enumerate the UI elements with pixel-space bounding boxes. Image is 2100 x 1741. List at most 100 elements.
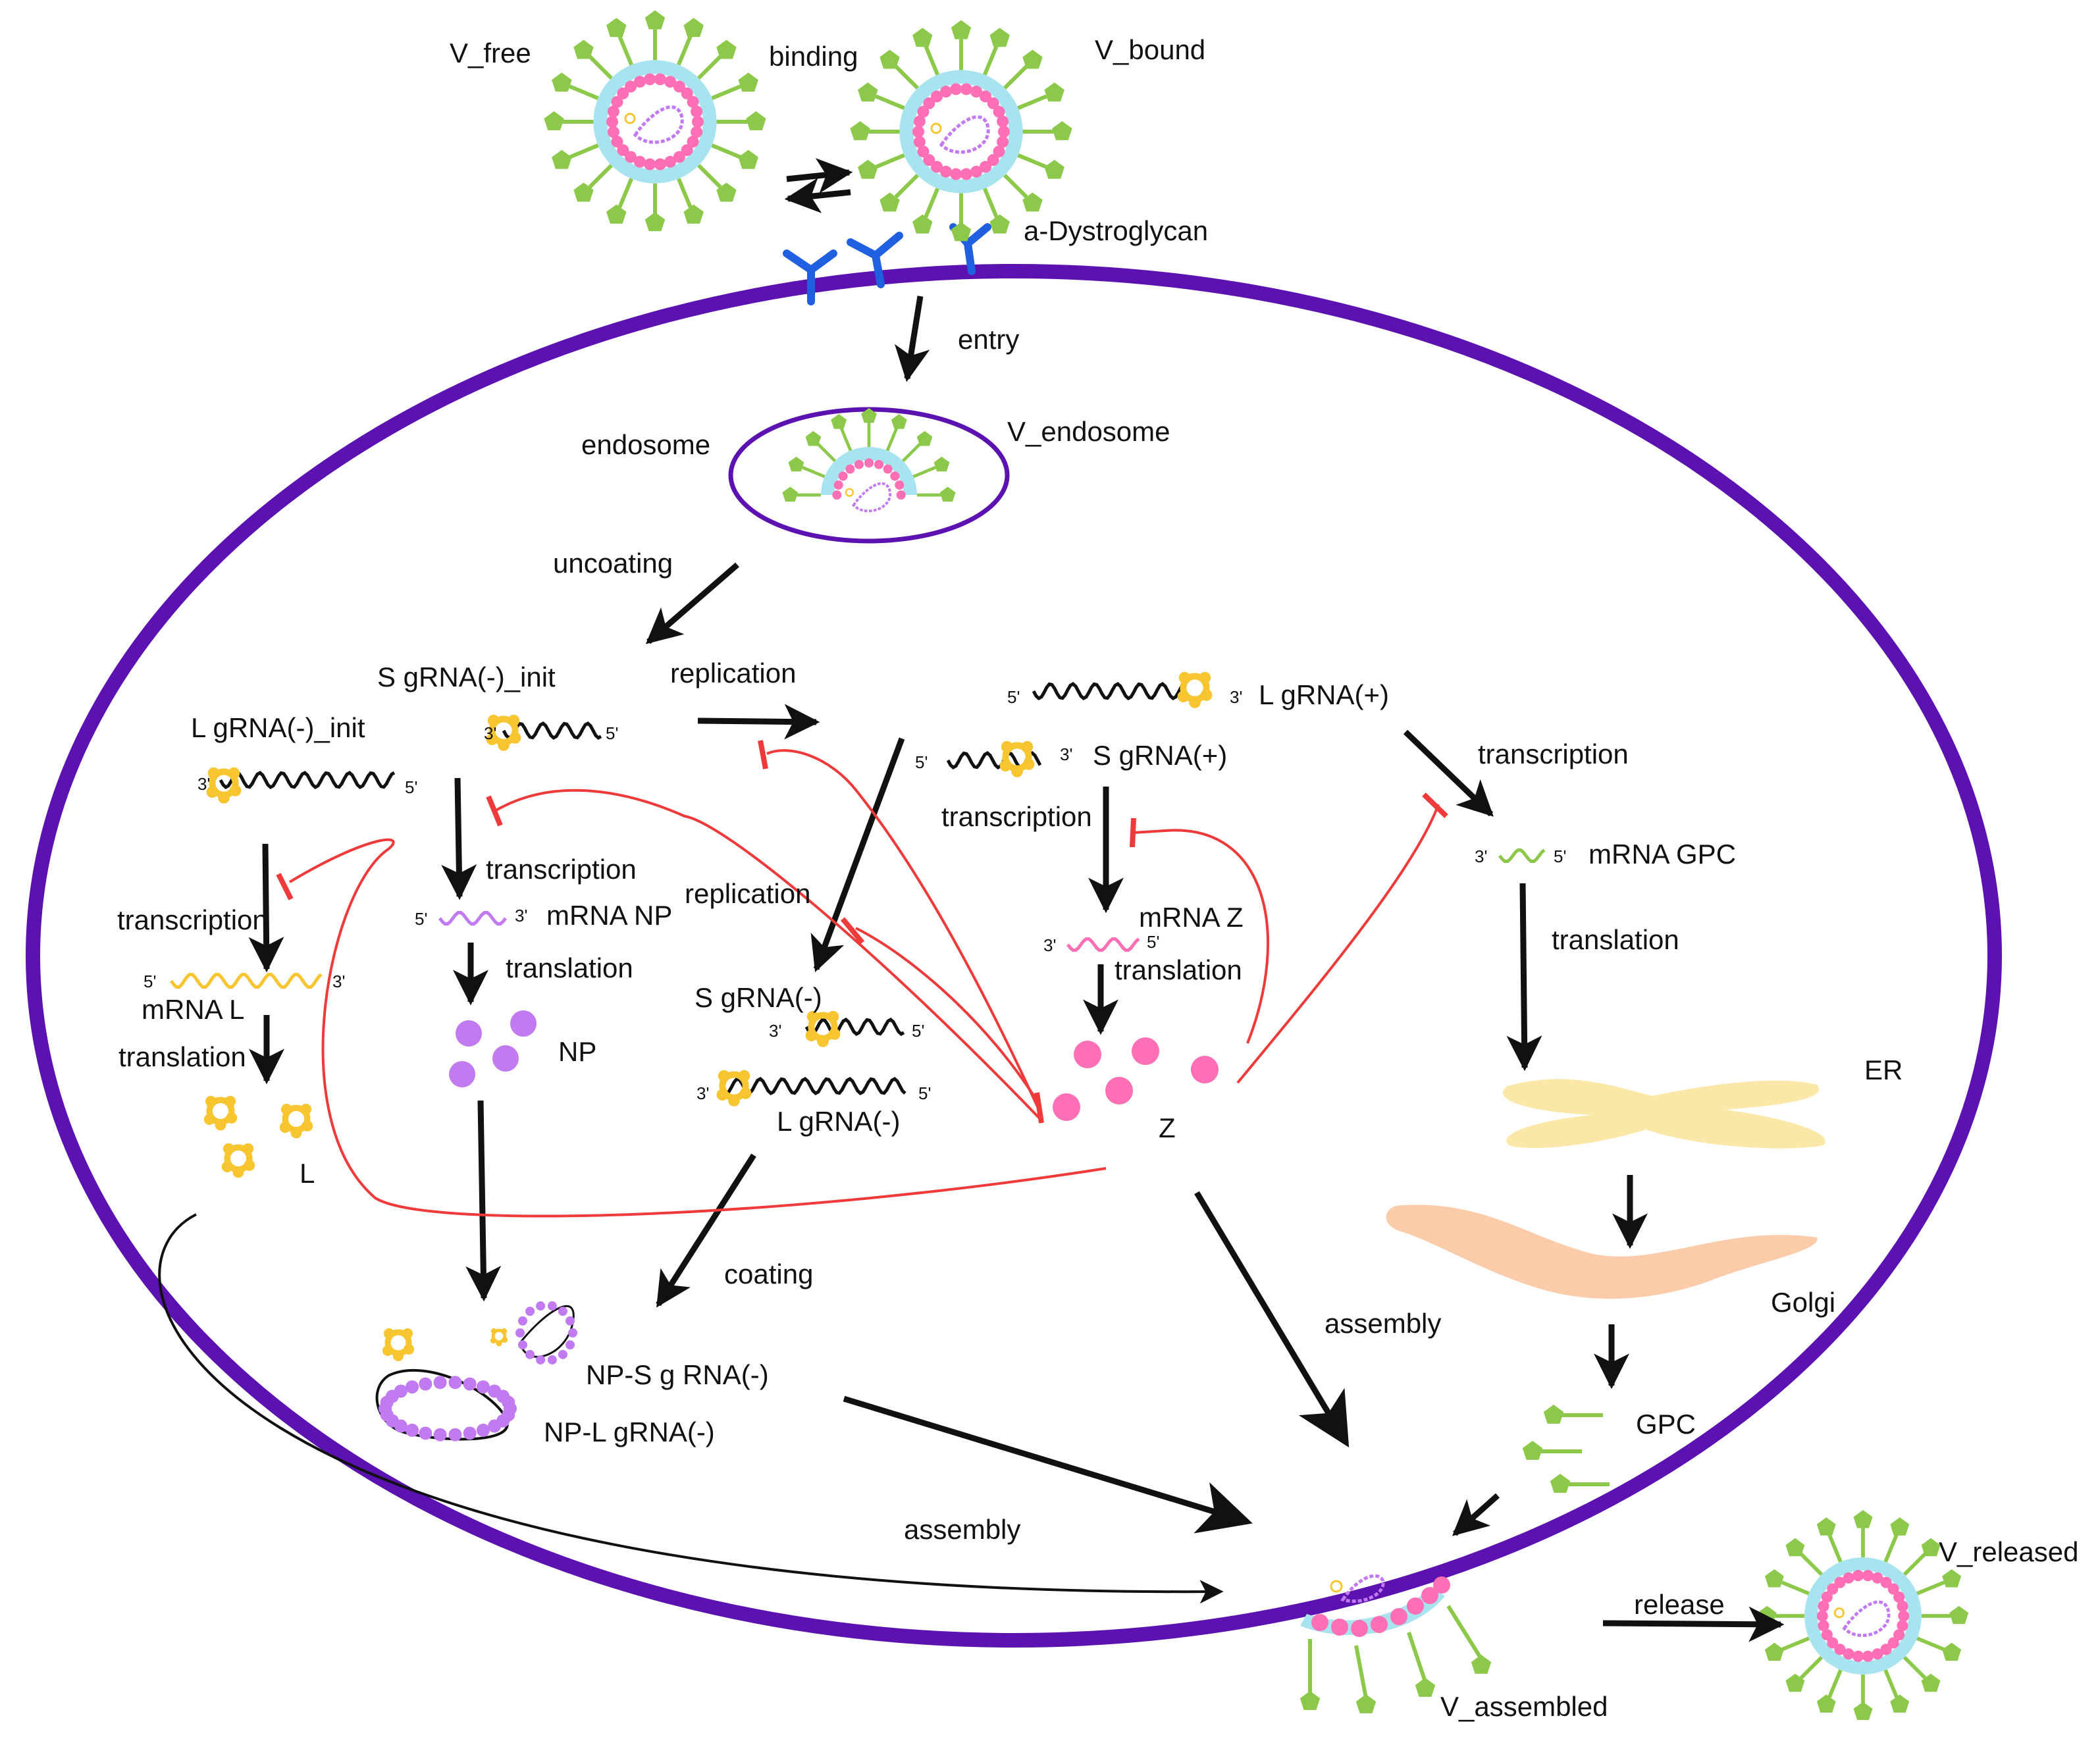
rna-strand bbox=[502, 721, 602, 741]
label-v-bound: V_bound bbox=[1095, 34, 1205, 65]
np-coat-dot bbox=[476, 1423, 490, 1437]
glycoprotein-head bbox=[805, 430, 822, 446]
z-proteins bbox=[1053, 1037, 1219, 1121]
np-coat-dot bbox=[406, 1423, 419, 1437]
end-label-3: 3' bbox=[515, 906, 527, 925]
matrix-dot bbox=[913, 115, 926, 128]
glycoprotein-stalk bbox=[588, 164, 613, 189]
glycoprotein-head bbox=[1816, 1694, 1836, 1713]
label-s-grna-plus: S gRNA(+) bbox=[1093, 740, 1227, 771]
matrix-dot bbox=[664, 76, 677, 88]
glycoprotein-stalk bbox=[924, 188, 939, 218]
glycoprotein-head bbox=[606, 204, 627, 224]
matrix-dot bbox=[979, 161, 991, 173]
np-coat-dot bbox=[525, 1349, 535, 1359]
matrix-dot bbox=[1834, 1644, 1846, 1655]
glycoprotein-head bbox=[552, 72, 572, 92]
np-coat-dot bbox=[515, 1328, 525, 1338]
matrix-dot bbox=[895, 480, 905, 490]
z-protein-dot bbox=[1074, 1041, 1101, 1068]
glycoprotein-head bbox=[573, 39, 594, 59]
matrix-dot bbox=[1821, 1629, 1833, 1641]
matrix-dot bbox=[1390, 1608, 1407, 1625]
matrix-dot bbox=[1872, 1648, 1883, 1660]
z-inhibits-l-transcription bbox=[288, 838, 1107, 1218]
black-arrows bbox=[158, 158, 1785, 1642]
np-coat-dot bbox=[536, 1301, 546, 1311]
glycoprotein-head bbox=[912, 214, 933, 234]
glycoprotein-head bbox=[879, 192, 900, 212]
label-uncoating: uncoating bbox=[553, 548, 673, 579]
matrix-dot bbox=[1818, 1600, 1829, 1612]
label-mrna-gpc: mRNA GPC bbox=[1588, 839, 1736, 870]
glycoprotein-head bbox=[683, 18, 704, 38]
label-z-protein: Z bbox=[1159, 1112, 1176, 1143]
np-assembly-arrow bbox=[843, 1395, 1253, 1534]
np-coat-dot bbox=[547, 1355, 557, 1364]
matrix-dot bbox=[673, 80, 685, 93]
glycoprotein-head bbox=[1764, 1569, 1784, 1588]
matrix-dot bbox=[950, 83, 962, 95]
virion-v-free bbox=[544, 10, 766, 232]
label-transcription-z: transcription bbox=[941, 801, 1092, 832]
binding-arrow-back bbox=[784, 178, 851, 213]
glycoprotein-head bbox=[1044, 82, 1064, 102]
glycoprotein-stalk bbox=[894, 65, 919, 90]
np-transcription-arrow bbox=[441, 777, 477, 900]
label-translation-gpc: translation bbox=[1552, 924, 1679, 955]
label-assembly-left: assembly bbox=[904, 1514, 1020, 1545]
np-coat-dot bbox=[419, 1377, 433, 1391]
gpc-proteins bbox=[1522, 1405, 1610, 1493]
end-label-3: 3' bbox=[1230, 687, 1242, 707]
glycoprotein-head bbox=[1785, 1673, 1805, 1692]
mrna-gpc-strand bbox=[1498, 848, 1546, 864]
end-label-5: 5' bbox=[405, 777, 417, 797]
glycoprotein-head bbox=[939, 486, 956, 502]
label-replication-top: replication bbox=[670, 658, 796, 689]
matrix-dot bbox=[960, 83, 972, 95]
end-label-5: 5' bbox=[606, 723, 618, 743]
np-proteins bbox=[449, 1010, 537, 1087]
nucleocapsids bbox=[375, 1301, 577, 1442]
glycoprotein-stalk bbox=[697, 164, 722, 189]
inhibit-bar-rep-mid bbox=[840, 917, 865, 945]
matrix-dot bbox=[607, 105, 619, 118]
glycoprotein-head bbox=[683, 204, 704, 224]
z-inhibits-gpc-transcription bbox=[1236, 804, 1440, 1084]
label-assembly-right: assembly bbox=[1325, 1308, 1441, 1339]
glycoprotein-head bbox=[951, 20, 972, 39]
inhibit-bar-gpc bbox=[1422, 793, 1448, 818]
matrix-dot bbox=[1827, 1583, 1839, 1595]
z-inhibits-z-transcription bbox=[1133, 829, 1269, 1044]
l-polymerase-mini bbox=[1833, 1607, 1845, 1619]
gpc-head bbox=[1550, 1474, 1571, 1493]
cell-membrane bbox=[26, 264, 2002, 1648]
matrix-dot bbox=[960, 168, 972, 180]
label-l-grna-init: L gRNA(-)_init bbox=[191, 712, 365, 743]
label-transcription-gpc: transcription bbox=[1478, 739, 1629, 769]
np-coat-dot bbox=[419, 1426, 433, 1440]
glycoprotein-head bbox=[989, 214, 1010, 234]
matrix-dot bbox=[979, 90, 991, 103]
glycoprotein-head bbox=[1355, 1694, 1377, 1713]
label-transcription-l: transcription bbox=[117, 904, 268, 935]
gpc-head bbox=[1543, 1405, 1564, 1424]
np-coat-dot bbox=[433, 1376, 447, 1390]
glycoprotein-stalk bbox=[617, 36, 633, 66]
matrix-dot bbox=[997, 136, 1009, 148]
matrix-dot bbox=[611, 136, 623, 148]
matrix-dot bbox=[1821, 1591, 1833, 1603]
l-polymerase-icon bbox=[221, 1143, 255, 1178]
glycoprotein-head bbox=[606, 18, 627, 38]
np-protein-dot bbox=[456, 1020, 482, 1047]
envelope-inner bbox=[1817, 1570, 1909, 1662]
label-l-grna-minus: L gRNA(-) bbox=[777, 1106, 900, 1137]
matrix-dot bbox=[1893, 1591, 1905, 1603]
mrna-z-strand bbox=[1066, 937, 1140, 952]
end-label-5: 5' bbox=[1007, 687, 1020, 707]
glycoprotein-stalk bbox=[1799, 1655, 1824, 1680]
matrix-dot bbox=[1852, 1650, 1864, 1662]
glycoprotein-stalk bbox=[1903, 1655, 1927, 1680]
matrix-dot bbox=[1893, 1629, 1905, 1641]
